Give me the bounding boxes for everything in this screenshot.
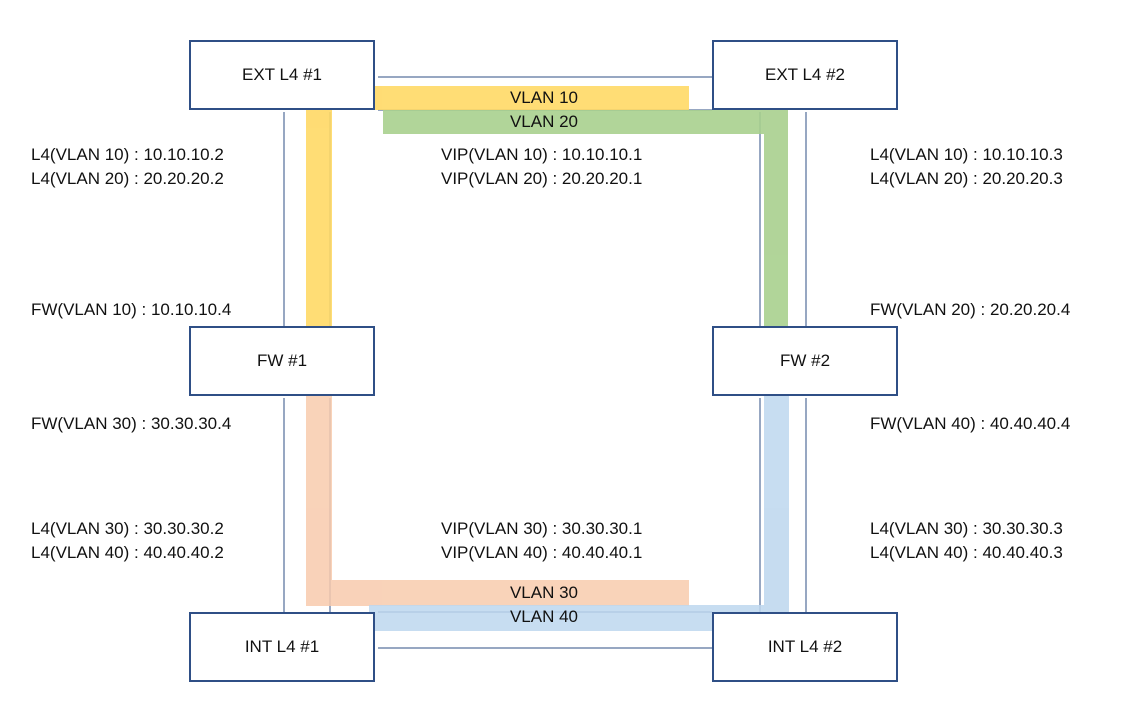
int-l4-2-label: INT L4 #2 — [767, 637, 843, 656]
vlan40-label: VLAN 40 — [509, 607, 579, 626]
fw1-vlan10-ip: FW(VLAN 10) : 10.10.10.4 — [31, 300, 232, 319]
ext-l4-1-box: EXT L4 #1 — [189, 40, 375, 110]
ext2-vlan10-ip: L4(VLAN 10) : 10.10.10.3 — [870, 145, 1063, 164]
ext1-vlan20-ip: L4(VLAN 20) : 20.20.20.2 — [31, 169, 224, 188]
vlan20-vertical — [764, 110, 788, 326]
vip-vlan40-ip: VIP(VLAN 40) : 40.40.40.1 — [441, 543, 643, 562]
vip-vlan30-ip: VIP(VLAN 30) : 30.30.30.1 — [441, 519, 643, 538]
int1-vlan30-ip: L4(VLAN 30) : 30.30.30.2 — [31, 519, 224, 538]
ext-l4-2-label: EXT L4 #2 — [764, 65, 846, 84]
vip-vlan10-ip: VIP(VLAN 10) : 10.10.10.1 — [441, 145, 643, 164]
fw2-vlan40-ip: FW(VLAN 40) : 40.40.40.4 — [870, 414, 1071, 433]
vip-vlan20-ip: VIP(VLAN 20) : 20.20.20.1 — [441, 169, 643, 188]
int-l4-1-box: INT L4 #1 — [189, 612, 375, 682]
int2-vlan40-ip: L4(VLAN 40) : 40.40.40.3 — [870, 543, 1063, 562]
fw-2-label: FW #2 — [779, 351, 831, 370]
vlan20-path — [383, 110, 788, 326]
vlan20-label: VLAN 20 — [509, 112, 579, 131]
fw-1-label: FW #1 — [256, 351, 308, 370]
vlan30-vertical — [306, 390, 332, 606]
int1-vlan40-ip: L4(VLAN 40) : 40.40.40.2 — [31, 543, 224, 562]
ext-l4-1-label: EXT L4 #1 — [241, 65, 323, 84]
ext1-vlan10-ip: L4(VLAN 10) : 10.10.10.2 — [31, 145, 224, 164]
vlan10-label: VLAN 10 — [509, 88, 579, 107]
int-l4-1-label: INT L4 #1 — [244, 637, 320, 656]
fw2-vlan20-ip: FW(VLAN 20) : 20.20.20.4 — [870, 300, 1071, 319]
fw-1-box: FW #1 — [189, 326, 375, 396]
vlan20-horizontal — [383, 110, 788, 134]
ext2-vlan20-ip: L4(VLAN 20) : 20.20.20.3 — [870, 169, 1063, 188]
int2-vlan30-ip: L4(VLAN 30) : 30.30.30.3 — [870, 519, 1063, 538]
vlan30-path — [306, 390, 689, 606]
vlan10-vertical — [306, 86, 332, 326]
fw1-vlan30-ip: FW(VLAN 30) : 30.30.30.4 — [31, 414, 232, 433]
ext-l4-2-box: EXT L4 #2 — [712, 40, 898, 110]
int-l4-2-box: INT L4 #2 — [712, 612, 898, 682]
fw-2-box: FW #2 — [712, 326, 898, 396]
vlan30-horizontal — [306, 580, 689, 606]
vlan30-label: VLAN 30 — [509, 583, 579, 602]
vlan40-vertical — [764, 390, 789, 606]
